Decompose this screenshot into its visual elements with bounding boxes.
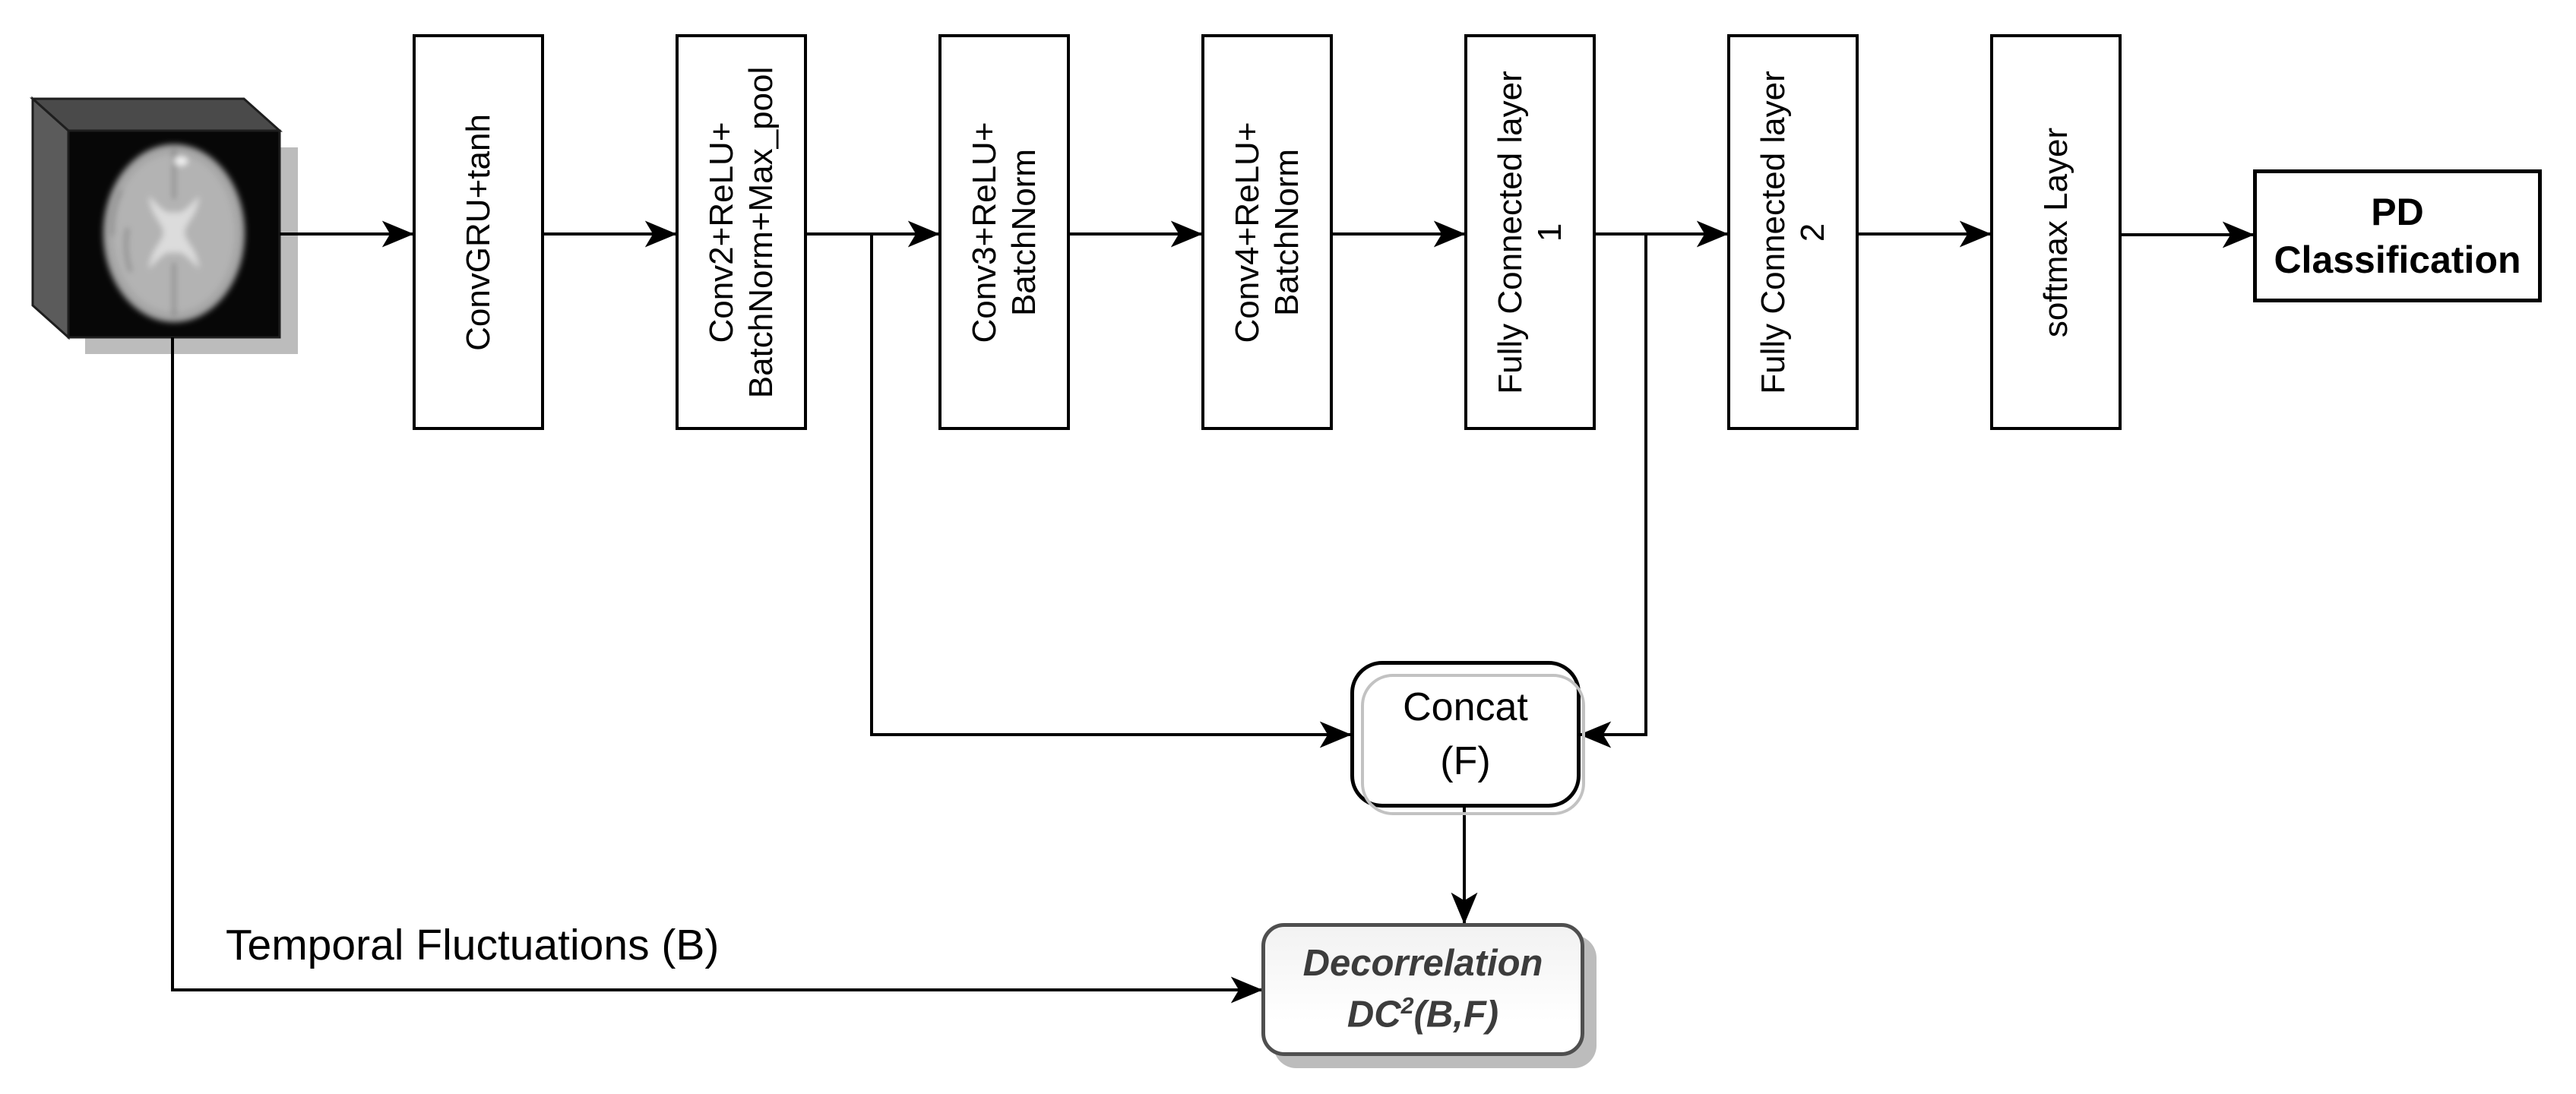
block-conv4: Conv4+ReLU+ BatchNorm	[1201, 34, 1333, 430]
output-label-line: PD	[2371, 191, 2424, 233]
output-label-line: Classification	[2274, 238, 2521, 281]
block-label-line: Conv2+ReLU+	[702, 121, 740, 343]
concat-feature-symbol: (F)	[1440, 739, 1491, 784]
formula-arguments: (B,F)	[1413, 994, 1499, 1036]
brain-mri-slice	[103, 144, 245, 322]
block-label: Conv4+ReLU+ BatchNorm	[1228, 122, 1307, 343]
block-label: ConvGRU+tanh	[459, 114, 498, 351]
concat-label: Concat	[1403, 685, 1528, 729]
block-conv2: Conv2+ReLU+ BatchNorm+Max_pool	[676, 34, 807, 430]
block-label-line: BatchNorm+Max_pool	[742, 66, 780, 398]
block-label: Conv2+ReLU+ BatchNorm+Max_pool	[702, 66, 781, 398]
block-label-line: Fully Connected layer	[1754, 70, 1792, 394]
block-pd-classification: PD Classification	[2253, 169, 2542, 302]
formula-base: DC	[1347, 994, 1401, 1036]
block-decorrelation: Decorrelation DC2(B,F)	[1261, 923, 1584, 1056]
block-label-line: softmax Layer	[2036, 127, 2074, 337]
block-label-line: 1	[1530, 223, 1568, 242]
block-label: softmax Layer	[2036, 127, 2076, 337]
decorrelation-label: Decorrelation	[1302, 943, 1543, 985]
block-label: Fully Connected layer 2	[1754, 71, 1833, 394]
edge-input-decorrelation	[171, 337, 1263, 1004]
block-fc1: Fully Connected layer 1	[1464, 34, 1596, 430]
decorrelation-formula: DC2(B,F)	[1347, 994, 1498, 1033]
edge-conv2-concat	[870, 234, 1352, 748]
block-fc2: Fully Connected layer 2	[1727, 34, 1859, 430]
block-label: Fully Connected layer 1	[1491, 71, 1570, 394]
cube-top-face	[30, 97, 283, 132]
block-label-line: 2	[1793, 223, 1831, 242]
block-label-line: BatchNorm	[1267, 148, 1305, 316]
block-label-line: ConvGRU+tanh	[459, 113, 497, 351]
block-softmax: softmax Layer	[1990, 34, 2122, 430]
block-label: Conv3+ReLU+ BatchNorm	[965, 122, 1044, 343]
block-label-line: Fully Connected layer	[1491, 70, 1529, 394]
cube-left-face	[31, 96, 70, 340]
input-brain-volume	[30, 96, 298, 354]
label-temporal-fluctuations: Temporal Fluctuations (B)	[226, 921, 720, 969]
edge-fc1-concat	[1579, 234, 1647, 748]
block-label-line: BatchNorm	[1005, 148, 1043, 316]
block-label-line: Conv4+ReLU+	[1228, 121, 1266, 343]
formula-exponent: 2	[1400, 993, 1414, 1020]
block-convgru-tanh: ConvGRU+tanh	[413, 34, 544, 430]
block-label-line: Conv3+ReLU+	[965, 121, 1003, 343]
block-concat: Concat (F)	[1350, 661, 1585, 815]
block-conv3: Conv3+ReLU+ BatchNorm	[938, 34, 1070, 430]
